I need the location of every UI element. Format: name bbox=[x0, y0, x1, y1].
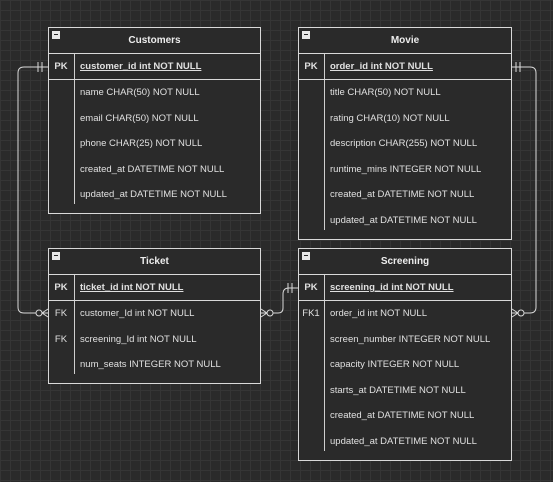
column-row[interactable]: FK customer_Id int NOT NULL bbox=[49, 301, 260, 327]
primary-key-row[interactable]: PK order_id int NOT NULL bbox=[299, 54, 511, 80]
collapse-icon[interactable] bbox=[302, 252, 310, 260]
column-definition: num_seats INTEGER NOT NULL bbox=[80, 359, 221, 371]
column-definition: updated_at DATETIME NOT NULL bbox=[80, 189, 227, 201]
column-row[interactable]: description CHAR(255) NOT NULL bbox=[299, 131, 511, 157]
column-definition: title CHAR(50) NOT NULL bbox=[330, 87, 441, 98]
column-definition: description CHAR(255) NOT NULL bbox=[330, 138, 478, 150]
entity-title: Screening bbox=[380, 256, 430, 267]
column-definition: screening_Id int NOT NULL bbox=[80, 333, 197, 345]
column-definition: runtime_mins INTEGER NOT NULL bbox=[330, 163, 482, 175]
column-divider bbox=[74, 301, 75, 374]
entity-title: Movie bbox=[390, 35, 420, 46]
column-row[interactable]: runtime_mins INTEGER NOT NULL bbox=[299, 157, 511, 183]
column-divider bbox=[324, 80, 325, 230]
relationship-customers-ticket[interactable] bbox=[17, 62, 49, 318]
collapse-icon[interactable] bbox=[52, 252, 60, 260]
column-definition: order_id int NOT NULL bbox=[330, 61, 433, 72]
column-row[interactable]: title CHAR(50) NOT NULL bbox=[299, 80, 511, 106]
primary-key-row[interactable]: PK customer_id int NOT NULL bbox=[49, 54, 260, 80]
key-label: PK bbox=[54, 61, 68, 72]
column-row[interactable]: updated_at DATETIME NOT NULL bbox=[299, 429, 511, 455]
column-row[interactable]: updated_at DATETIME NOT NULL bbox=[49, 182, 260, 208]
column-definition: order_id int NOT NULL bbox=[330, 308, 427, 319]
entity-header[interactable]: Screening bbox=[299, 249, 511, 275]
column-divider bbox=[74, 54, 75, 79]
key-label: FK1 bbox=[302, 308, 320, 319]
primary-key-row[interactable]: PK ticket_id int NOT NULL bbox=[49, 275, 260, 301]
entity-header[interactable]: Movie bbox=[299, 28, 511, 54]
primary-key-row[interactable]: PK screening_id int NOT NULL bbox=[299, 275, 511, 301]
column-definition: rating CHAR(10) NOT NULL bbox=[330, 112, 450, 124]
column-row[interactable]: FK screening_Id int NOT NULL bbox=[49, 327, 260, 353]
key-label: PK bbox=[304, 282, 318, 293]
column-divider bbox=[324, 54, 325, 79]
column-divider bbox=[324, 301, 325, 451]
column-row[interactable]: created_at DATETIME NOT NULL bbox=[49, 157, 260, 183]
column-definition: updated_at DATETIME NOT NULL bbox=[330, 435, 477, 447]
entity-header[interactable]: Ticket bbox=[49, 249, 260, 275]
key-label: FK bbox=[54, 308, 68, 319]
entity-header[interactable]: Customers bbox=[49, 28, 260, 54]
column-definition: created_at DATETIME NOT NULL bbox=[330, 410, 475, 422]
column-row[interactable]: rating CHAR(10) NOT NULL bbox=[299, 106, 511, 132]
column-row[interactable]: created_at DATETIME NOT NULL bbox=[299, 182, 511, 208]
relationship-screening-ticket[interactable] bbox=[260, 283, 298, 318]
column-definition: updated_at DATETIME NOT NULL bbox=[330, 214, 477, 226]
column-definition: ticket_id int NOT NULL bbox=[80, 282, 184, 293]
relationship-movie-screening[interactable] bbox=[511, 62, 537, 318]
column-row[interactable]: updated_at DATETIME NOT NULL bbox=[299, 208, 511, 234]
column-row[interactable]: num_seats INTEGER NOT NULL bbox=[49, 352, 260, 378]
column-divider bbox=[74, 275, 75, 300]
key-label: PK bbox=[54, 282, 68, 293]
column-definition: customer_id int NOT NULL bbox=[80, 61, 202, 72]
column-definition: customer_Id int NOT NULL bbox=[80, 308, 195, 319]
column-row[interactable]: starts_at DATETIME NOT NULL bbox=[299, 378, 511, 404]
column-definition: phone CHAR(25) NOT NULL bbox=[80, 138, 203, 150]
column-row[interactable]: created_at DATETIME NOT NULL bbox=[299, 403, 511, 429]
column-row[interactable]: FK1 order_id int NOT NULL bbox=[299, 301, 511, 327]
column-definition: starts_at DATETIME NOT NULL bbox=[330, 384, 466, 396]
column-definition: created_at DATETIME NOT NULL bbox=[80, 163, 225, 175]
column-definition: screen_number INTEGER NOT NULL bbox=[330, 333, 491, 345]
collapse-icon[interactable] bbox=[52, 31, 60, 39]
column-definition: email CHAR(50) NOT NULL bbox=[80, 112, 199, 124]
column-definition: screening_id int NOT NULL bbox=[330, 282, 454, 293]
column-row[interactable]: capacity INTEGER NOT NULL bbox=[299, 352, 511, 378]
key-label: FK bbox=[54, 333, 68, 345]
column-row[interactable]: name CHAR(50) NOT NULL bbox=[49, 80, 260, 106]
column-divider bbox=[74, 80, 75, 204]
column-definition: created_at DATETIME NOT NULL bbox=[330, 189, 475, 201]
column-definition: name CHAR(50) NOT NULL bbox=[80, 87, 200, 98]
column-row[interactable]: email CHAR(50) NOT NULL bbox=[49, 106, 260, 132]
column-divider bbox=[324, 275, 325, 300]
column-definition: capacity INTEGER NOT NULL bbox=[330, 359, 460, 371]
entity-title: Ticket bbox=[140, 256, 169, 267]
key-label: PK bbox=[304, 61, 318, 72]
column-row[interactable]: phone CHAR(25) NOT NULL bbox=[49, 131, 260, 157]
entity-title: Customers bbox=[128, 35, 181, 46]
collapse-icon[interactable] bbox=[302, 31, 310, 39]
column-row[interactable]: screen_number INTEGER NOT NULL bbox=[299, 327, 511, 353]
